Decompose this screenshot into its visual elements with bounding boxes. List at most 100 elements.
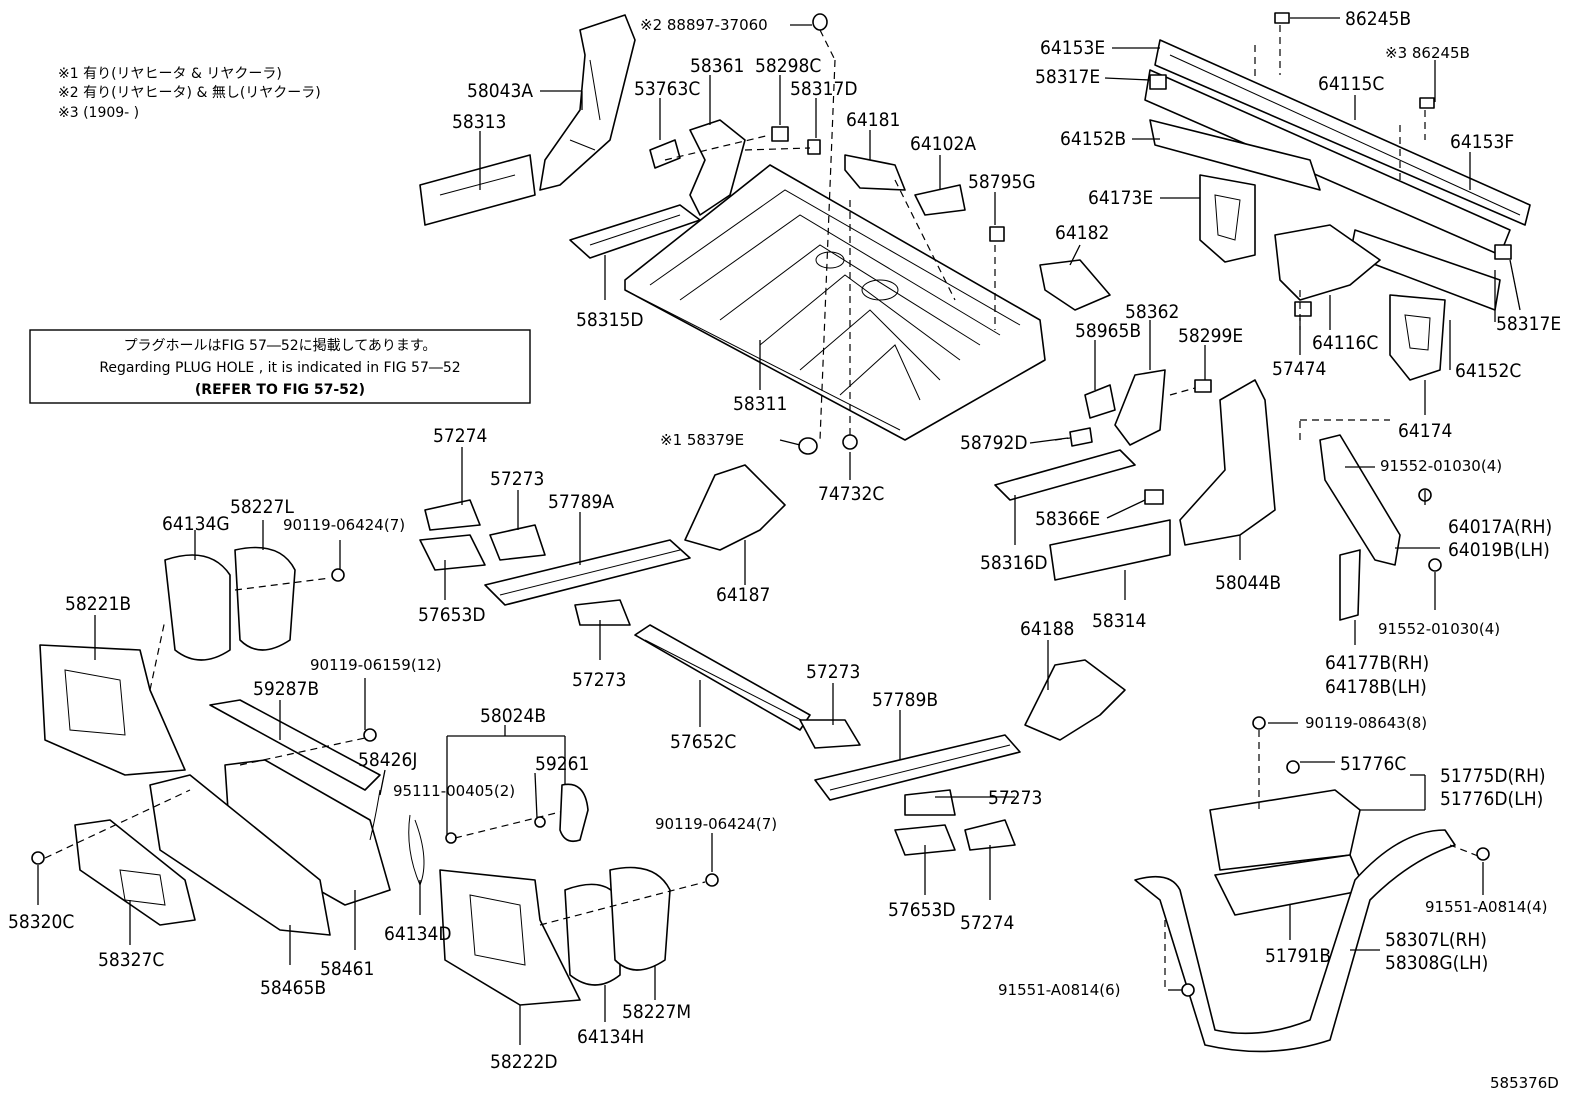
label-58317D[interactable]: 58317D [790,78,858,100]
label-58298C[interactable]: 58298C [755,55,821,77]
label-86245B-top[interactable]: 86245B [1345,8,1411,30]
label-64152C[interactable]: 64152C [1455,360,1521,382]
label-86245B-3[interactable]: ※3 86245B [1385,44,1470,62]
label-57273-c[interactable]: 57273 [806,661,860,683]
panel-58327C-drawing [74,819,196,926]
label-64182[interactable]: 64182 [1055,222,1109,244]
label-64187[interactable]: 64187 [716,584,770,606]
label-51776C[interactable]: 51776C [1340,753,1406,775]
label-90119-06159[interactable]: 90119-06159(12) [310,656,442,674]
label-57273-b[interactable]: 57273 [572,669,626,691]
label-58316D[interactable]: 58316D [980,552,1048,574]
label-51791B[interactable]: 51791B [1265,945,1331,967]
label-57474[interactable]: 57474 [1272,358,1326,380]
label-58307L[interactable]: 58307L(RH) [1385,929,1487,951]
bolt-95111-drawing [445,816,546,844]
gasket-64134D-drawing [408,814,425,887]
label-64115C[interactable]: 64115C [1318,73,1384,95]
label-90119-06424-top[interactable]: 90119-06424(7) [283,516,405,534]
label-58361[interactable]: 58361 [690,55,744,77]
label-64181[interactable]: 64181 [846,109,900,131]
label-58311[interactable]: 58311 [733,393,787,415]
bracket-64174-drawing [1389,294,1446,381]
label-64153E[interactable]: 64153E [1040,37,1105,59]
assembly-lines [44,25,1479,988]
panel-58221B-drawing [39,644,186,776]
plug-58379E-drawing [798,437,818,455]
label-91552-01030-bot[interactable]: 91552-01030(4) [1378,620,1500,638]
label-74732C[interactable]: 74732C [818,483,884,505]
label-91552-01030-top[interactable]: 91552-01030(4) [1380,457,1502,475]
label-57653D-top[interactable]: 57653D [418,604,486,626]
label-91551-A0814-left[interactable]: 91551-A0814(6) [998,981,1120,999]
label-58227L[interactable]: 58227L [230,496,294,518]
label-64116C[interactable]: 64116C [1312,332,1378,354]
label-57273-a[interactable]: 57273 [490,468,544,490]
label-58221B[interactable]: 58221B [65,593,131,615]
label-57273-d[interactable]: 57273 [988,787,1042,809]
label-95111-00405[interactable]: 95111-00405(2) [393,782,515,800]
label-58315D[interactable]: 58315D [576,309,644,331]
label-58327C[interactable]: 58327C [98,949,164,971]
label-58792D[interactable]: 58792D [960,432,1028,454]
label-64152B[interactable]: 64152B [1060,128,1126,150]
label-64178B[interactable]: 64178B(LH) [1325,676,1427,698]
label-58317E-top[interactable]: 58317E [1035,66,1100,88]
label-58379E[interactable]: ※1 58379E [660,431,744,449]
rail-59287B-drawing [209,699,381,791]
label-53763C[interactable]: 53763C [634,78,700,100]
gasket-64134G-drawing [164,554,231,661]
label-64188[interactable]: 64188 [1020,618,1074,640]
label-64174[interactable]: 64174 [1398,420,1452,442]
label-64017A[interactable]: 64017A(RH) [1448,516,1552,538]
label-59287B[interactable]: 59287B [253,678,319,700]
label-58314[interactable]: 58314 [1092,610,1146,632]
wire-58426J-drawing [369,789,381,841]
label-58043A[interactable]: 58043A [467,80,533,102]
label-88897-37060[interactable]: ※2 88897-37060 [640,16,768,34]
panel-58222D-drawing [439,869,581,1006]
label-57274-bot[interactable]: 57274 [960,912,1014,934]
label-58320C[interactable]: 58320C [8,911,74,933]
label-58299E[interactable]: 58299E [1178,325,1243,347]
bracket-57273-drawing [489,524,956,816]
label-51775D[interactable]: 51775D(RH) [1440,765,1546,787]
bracket-57274-drawing [424,499,1016,851]
label-64153F[interactable]: 64153F [1450,131,1514,153]
plug-74732C-drawing [842,434,858,450]
label-59261[interactable]: 59261 [535,753,589,775]
label-58044B[interactable]: 58044B [1215,572,1281,594]
label-58465B[interactable]: 58465B [260,977,326,999]
label-57653D-bot[interactable]: 57653D [888,899,956,921]
label-64019B[interactable]: 64019B(LH) [1448,539,1550,561]
label-91551-A0814-right[interactable]: 91551-A0814(4) [1425,898,1547,916]
label-58317E-right[interactable]: 58317E [1496,313,1561,335]
label-57789B[interactable]: 57789B [872,689,938,711]
label-58366E[interactable]: 58366E [1035,508,1100,530]
label-58308G[interactable]: 58308G(LH) [1385,952,1488,974]
label-58965B[interactable]: 58965B [1075,320,1141,342]
label-58795G[interactable]: 58795G [968,171,1036,193]
label-57652C[interactable]: 57652C [670,731,736,753]
label-58362[interactable]: 58362 [1125,301,1179,323]
label-90119-06424-bot[interactable]: 90119-06424(7) [655,815,777,833]
label-64177B[interactable]: 64177B(RH) [1325,652,1429,674]
label-64134D[interactable]: 64134D [384,923,452,945]
label-58313[interactable]: 58313 [452,111,506,133]
label-64134G[interactable]: 64134G [162,513,230,535]
clip-58366E-drawing [1144,489,1164,505]
plug-hole-note-line2: Regarding PLUG HOLE , it is indicated in… [99,360,460,376]
label-64173E[interactable]: 64173E [1088,187,1153,209]
label-64102A[interactable]: 64102A [910,133,976,155]
label-57789A[interactable]: 57789A [548,491,614,513]
label-51776D[interactable]: 51776D(LH) [1440,788,1543,810]
bolt-90119-06159-drawing [363,728,377,742]
label-58227M[interactable]: 58227M [622,1001,691,1023]
label-58461[interactable]: 58461 [320,958,374,980]
label-58024B[interactable]: 58024B [480,705,546,727]
label-58222D[interactable]: 58222D [490,1051,558,1073]
label-64134H[interactable]: 64134H [577,1026,644,1048]
label-57274-top[interactable]: 57274 [433,425,487,447]
label-90119-08643[interactable]: 90119-08643(8) [1305,714,1427,732]
label-58426J[interactable]: 58426J [358,749,417,771]
